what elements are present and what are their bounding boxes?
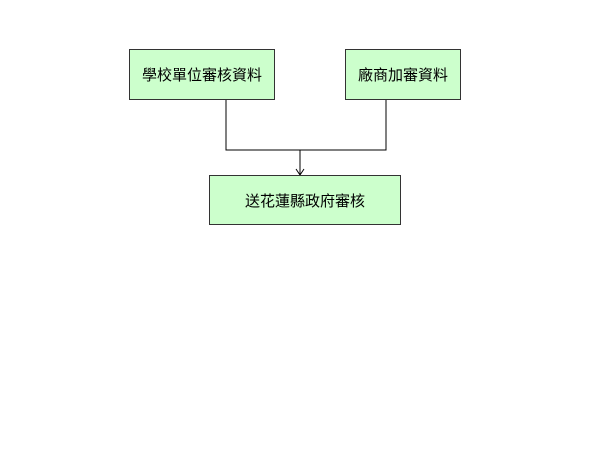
connector-vendor-to-merge bbox=[300, 100, 387, 151]
connector-school-to-merge bbox=[225, 100, 300, 151]
county-government-review-box: 送花蓮縣政府審核 bbox=[209, 175, 401, 225]
county-government-review-label: 送花蓮縣政府審核 bbox=[244, 191, 365, 210]
school-review-data-box: 學校單位審核資料 bbox=[129, 49, 275, 100]
vendor-review-data-label: 廠商加審資料 bbox=[357, 66, 448, 84]
vendor-review-data-box: 廠商加審資料 bbox=[345, 49, 461, 100]
school-review-data-label: 學校單位審核資料 bbox=[141, 66, 262, 84]
